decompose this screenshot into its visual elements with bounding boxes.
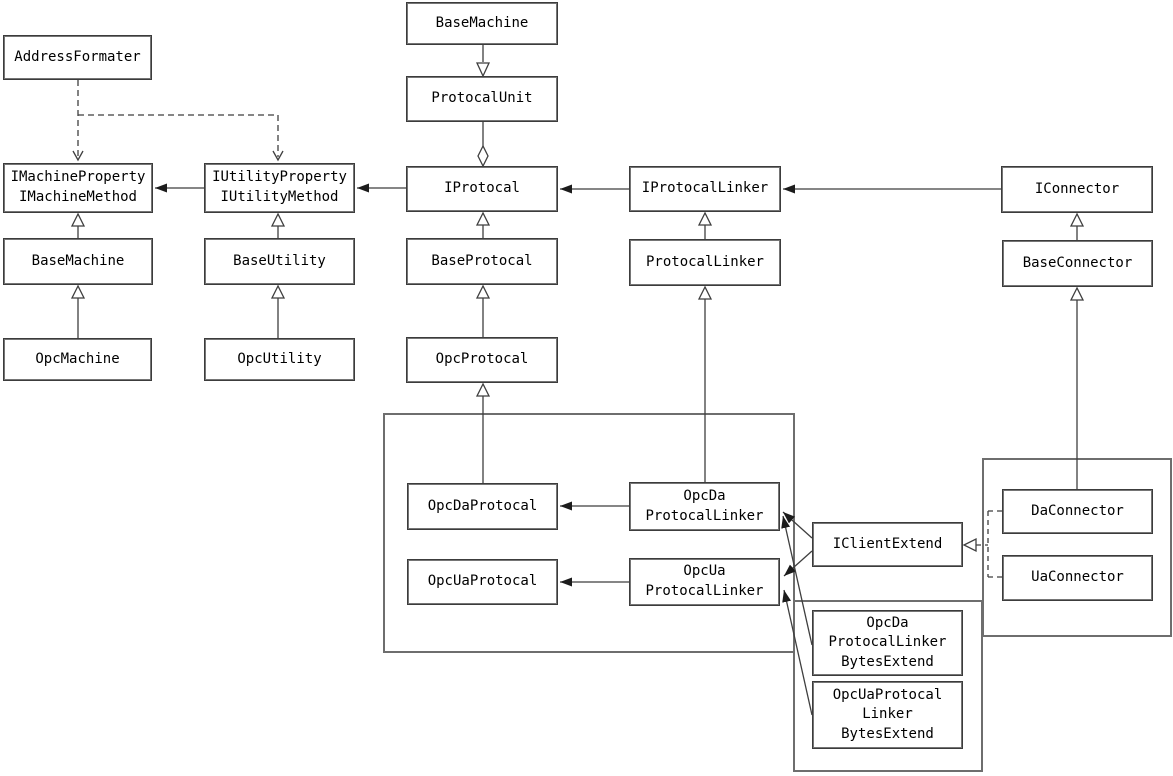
class-box-iconnector: IConnector (1001, 166, 1153, 213)
class-box-opcda-protocallinker: OpcDa ProtocalLinker (629, 482, 780, 531)
connector-group-box (982, 458, 1172, 637)
class-box-opcuaprotocal-linker-bytesextend: OpcUaProtocal Linker BytesExtend (812, 681, 963, 749)
class-box-iutilityproperty: IUtilityProperty IUtilityMethod (204, 163, 355, 213)
opc-protocal-linker-group-box (383, 413, 795, 653)
class-box-iprotocal: IProtocal (406, 166, 558, 212)
arrow-basemachine-to-protocalunit (475, 45, 491, 78)
generalization-baseconnector-iconnector (1069, 212, 1085, 240)
class-box-baseconnector: BaseConnector (1002, 240, 1153, 287)
class-box-imachineproperty: IMachineProperty IMachineMethod (3, 163, 153, 213)
class-box-opcmachine: OpcMachine (3, 338, 152, 381)
class-box-opcda-protocallinker-bytesextend: OpcDa ProtocalLinker BytesExtend (812, 610, 963, 676)
class-box-opcdaprotocal: OpcDaProtocal (407, 483, 558, 530)
aggregation-protocalunit-iprotocal (477, 122, 489, 168)
generalization-basemachine-imachine (70, 212, 86, 238)
open-arrowhead-iutility (272, 150, 284, 162)
class-box-basemachine-top: BaseMachine (406, 2, 558, 45)
class-box-opcutility: OpcUtility (204, 338, 355, 381)
open-arrowhead-imachine (72, 150, 84, 162)
generalization-opcmachine-basemachine (70, 284, 86, 338)
class-box-uaconnector: UaConnector (1002, 555, 1153, 601)
class-box-daconnector: DaConnector (1002, 489, 1153, 534)
class-box-protocalunit: ProtocalUnit (406, 76, 558, 122)
class-box-protocallinker: ProtocalLinker (629, 239, 781, 286)
class-box-opcuaprotocal: OpcUaProtocal (407, 559, 558, 605)
class-box-iclientextend: IClientExtend (812, 522, 963, 567)
generalization-opcprotocal-baseprotocal (475, 284, 491, 337)
dependency-addressformater-iutility (78, 114, 279, 157)
class-box-opcprotocal: OpcProtocal (406, 337, 558, 383)
class-box-opcua-protocallinker: OpcUa ProtocalLinker (629, 558, 780, 606)
class-box-baseprotocal: BaseProtocal (406, 238, 558, 285)
generalization-opcutility-baseutility (270, 284, 286, 338)
generalization-baseprotocal-iprotocal (475, 211, 491, 238)
class-box-baseutility: BaseUtility (204, 238, 355, 285)
class-box-addressformater: AddressFormater (3, 35, 152, 80)
class-box-iprotocallinker: IProtocalLinker (629, 166, 781, 212)
generalization-baseutility-iutility (270, 212, 286, 238)
class-box-basemachine: BaseMachine (3, 238, 153, 285)
generalization-protocallinker-iprotocallinker (697, 211, 713, 239)
